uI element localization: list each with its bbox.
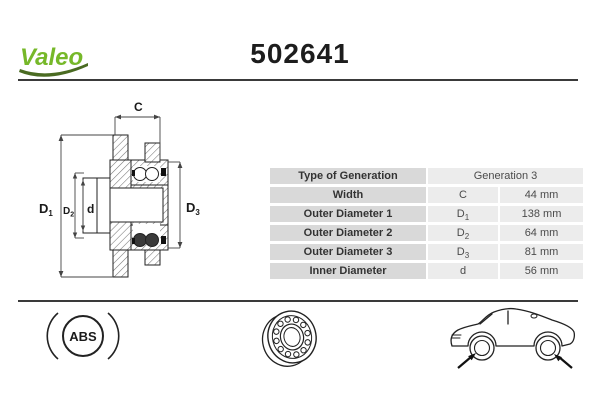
car-front-wheel — [469, 335, 495, 361]
dim-label-d: d — [87, 202, 94, 216]
abs-brake-icon: ABS — [46, 312, 120, 360]
car-windows — [479, 310, 509, 325]
row-value: 56 mm — [500, 263, 583, 279]
row-symbol: D2 — [428, 225, 498, 241]
car-grille — [451, 334, 462, 339]
row-label: Width — [270, 187, 426, 203]
car-body-outline — [450, 307, 576, 347]
table-row: Inner Diameter d 56 mm — [270, 263, 583, 279]
valeo-logo-text: Valeo — [20, 44, 83, 71]
footer-divider — [18, 300, 578, 302]
axle-arrows — [457, 353, 573, 369]
dim-label-d1: D1 — [39, 201, 53, 218]
row-symbol: D3 — [428, 244, 498, 260]
car-quarter-window — [530, 313, 538, 319]
hub-technical-drawing: C D1 D2 d D3 — [39, 100, 200, 278]
row-value: 64 mm — [500, 225, 583, 241]
row-value: Generation 3 — [428, 168, 583, 184]
row-label: Outer Diameter 3 — [270, 244, 426, 260]
table-row: Outer Diameter 3 D3 81 mm — [270, 244, 583, 260]
row-label: Outer Diameter 2 — [270, 225, 426, 241]
dimension-lines — [58, 114, 183, 278]
dim-label-d3: D3 — [186, 200, 200, 217]
car-rear-wheel — [535, 335, 561, 361]
hub-cross-section — [82, 134, 169, 278]
table-row: Outer Diameter 1 D1 138 mm — [270, 206, 583, 222]
table-row: Type of Generation Generation 3 — [270, 168, 583, 184]
row-label: Outer Diameter 1 — [270, 206, 426, 222]
dim-label-c: C — [134, 100, 143, 114]
valeo-swoosh-icon — [19, 63, 88, 77]
valeo-logo: Valeo — [19, 44, 88, 77]
car-both-axles-icon — [450, 307, 576, 369]
row-symbol: C — [428, 187, 498, 203]
table-row: Width C 44 mm — [270, 187, 583, 203]
part-number: 502641 — [250, 38, 350, 69]
row-value: 44 mm — [500, 187, 583, 203]
row-symbol: d — [428, 263, 498, 279]
row-value: 138 mm — [500, 206, 583, 222]
dim-label-d2: D2 — [63, 206, 74, 219]
row-label: Type of Generation — [270, 168, 426, 184]
header-divider — [18, 79, 578, 81]
row-label: Inner Diameter — [270, 263, 426, 279]
table-row: Outer Diameter 2 D2 64 mm — [270, 225, 583, 241]
wheel-bearing-icon — [261, 310, 317, 367]
row-symbol: D1 — [428, 206, 498, 222]
row-value: 81 mm — [500, 244, 583, 260]
abs-label: ABS — [69, 329, 97, 344]
dimension-labels: C D1 D2 d D3 — [39, 100, 200, 219]
spec-table: Type of Generation Generation 3 Width C … — [270, 168, 583, 279]
